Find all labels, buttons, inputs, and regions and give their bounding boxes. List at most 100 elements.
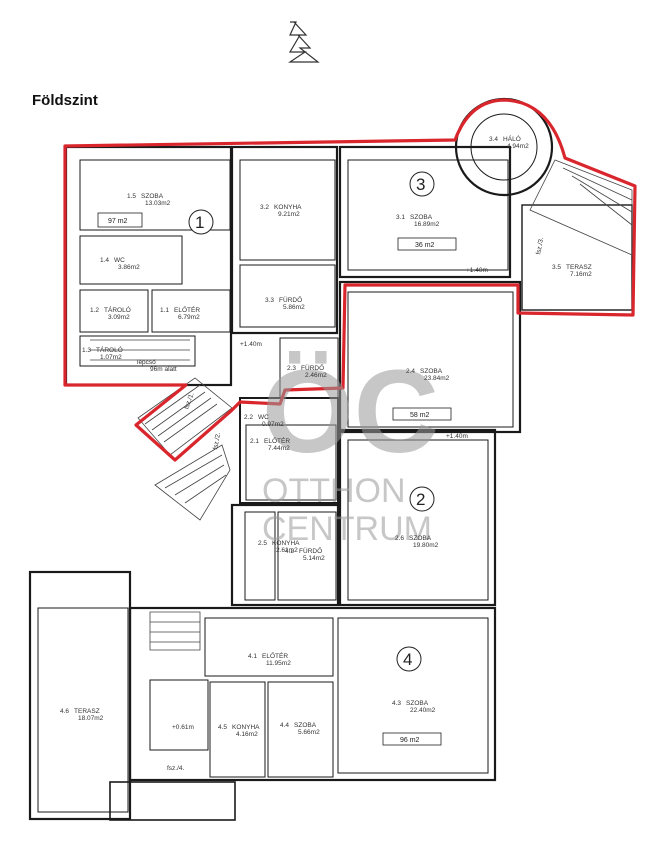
room-id: 1.5 xyxy=(127,193,136,200)
page-title: Földszint xyxy=(32,92,98,109)
room-name: TÁROLÓ xyxy=(104,305,131,314)
room-name: ELŐTÉR xyxy=(174,305,200,314)
room-name: TÁROLÓ xyxy=(96,345,123,354)
stair-label-3: fsz./3. xyxy=(535,237,545,255)
room-id: 1.4 xyxy=(100,257,109,264)
room-name: KONYHA xyxy=(274,204,302,211)
room-id: 4.5 xyxy=(218,724,227,731)
room-name: TERASZ xyxy=(74,708,100,715)
room-name: SZOBA xyxy=(410,214,433,221)
room-id: 3.2 xyxy=(260,204,269,211)
stair-label-2: fsz./2. xyxy=(212,432,222,450)
room-area: 0.97m2 xyxy=(262,421,284,428)
room-name: lépcső xyxy=(137,359,156,366)
room-id: 4.2 xyxy=(285,548,294,555)
room-name: SZOBA xyxy=(141,193,164,200)
room-name: KONYHA xyxy=(272,540,300,547)
room-id: 3.3 xyxy=(265,297,274,304)
watermark-line1: OTTHON xyxy=(262,472,406,510)
room-name: ELŐTÉR xyxy=(262,651,288,660)
room-label-2-5: 2.5 KONYHA xyxy=(258,540,300,547)
room-label-4-2: 4.2 FÜRDŐ xyxy=(285,546,322,555)
watermark-line2: CENTRUM xyxy=(262,510,432,548)
unit-4-area: 96 m2 xyxy=(400,737,420,744)
walls xyxy=(28,97,633,821)
room-label-1-4: 1.4 WC xyxy=(100,257,125,264)
north-arrow-icon xyxy=(288,21,320,63)
unit-2-number: 2 xyxy=(416,490,425,509)
unit-4-number: 4 xyxy=(403,650,412,669)
unit-1-number: 1 xyxy=(195,213,204,232)
room-name: KONYHA xyxy=(232,724,260,731)
unit-markers xyxy=(188,171,435,672)
room-area: 5.66m2 xyxy=(298,729,320,736)
level-mark-3: +1.40m xyxy=(446,433,468,440)
room-id: 1.2 xyxy=(90,307,99,314)
room-name: SZOBA xyxy=(406,700,429,707)
watermark: ÖC OTTHON CENTRUM xyxy=(262,346,439,548)
room-id: 4.4 xyxy=(280,722,289,729)
room-name: HÁLÓ xyxy=(503,134,521,143)
room-label-1-3: 1.3 TÁROLÓ xyxy=(82,345,123,354)
room-area: 5.14m2 xyxy=(303,555,325,562)
room-id: 1.3 xyxy=(82,347,91,354)
room-label-4-6: 4.6 TERASZ xyxy=(60,708,100,715)
room-area: 1.07m2 xyxy=(100,354,122,361)
level-marks: +1.40m +1.40m +1.40m +0.61m xyxy=(172,267,488,731)
room-name: SZOBA xyxy=(420,368,443,375)
level-mark-1: +1.40m xyxy=(240,341,262,348)
room-name: WC xyxy=(258,414,269,421)
room-id: 3.5 xyxy=(552,264,561,271)
room-label-3-2: 3.2 KONYHA xyxy=(260,204,302,211)
room-label-4-5: 4.5 KONYHA xyxy=(218,724,260,731)
room-label-1-5: 1.5 SZOBA xyxy=(127,193,164,200)
room-area: 23.84m2 xyxy=(424,375,450,382)
room-area: 22.40m2 xyxy=(410,707,436,714)
room-area: 3.86m2 xyxy=(118,264,140,271)
room-area: 11.95m2 xyxy=(266,660,291,667)
room-id: 2.1 xyxy=(250,438,259,445)
room-name: SZOBA xyxy=(294,722,317,729)
room-label-1-2: 1.2 TÁROLÓ xyxy=(90,305,131,314)
room-area: 19.80m2 xyxy=(413,542,439,549)
room-label-1-1: 1.1 ELŐTÉR xyxy=(160,305,200,314)
room-area: 4.94m2 xyxy=(507,143,529,150)
unit-3-area: 36 m2 xyxy=(415,242,435,249)
room-area: 16.89m2 xyxy=(414,221,440,228)
room-name: SZOBA xyxy=(409,535,432,542)
room-area: 13.03m2 xyxy=(145,200,171,207)
unit-1-area: 97 m2 xyxy=(108,218,128,225)
room-id: 2.6 xyxy=(395,535,404,542)
room-id: 3.4 xyxy=(489,136,498,143)
room-area: 96m alatt xyxy=(150,366,177,373)
room-label-4-4: 4.4 SZOBA xyxy=(280,722,317,729)
room-id: 4.6 xyxy=(60,708,69,715)
room-area: 6.79m2 xyxy=(178,314,200,321)
room-id: 2.5 xyxy=(258,540,267,547)
room-id: 4.3 xyxy=(392,700,401,707)
room-label-3-4: 3.4 HÁLÓ xyxy=(489,134,521,143)
room-name: FÜRDŐ xyxy=(279,295,302,304)
room-label-2-4: 2.4 SZOBA xyxy=(406,368,443,375)
unit-3-number: 3 xyxy=(416,175,425,194)
room-label-2-1: 2.1 ELŐTÉR xyxy=(250,436,290,445)
room-area: 7.44m2 xyxy=(268,445,290,452)
room-label-3-3: 3.3 FÜRDŐ xyxy=(265,295,302,304)
room-name: ELŐTÉR xyxy=(264,436,290,445)
stair-label-1: fsz./1. xyxy=(183,391,196,410)
room-area: 9.21m2 xyxy=(278,211,300,218)
room-id: 1.1 xyxy=(160,307,169,314)
room-name: FÜRDŐ xyxy=(299,546,322,555)
room-area: 2.61m2 xyxy=(276,547,298,554)
stair-label-4: fsz./4. xyxy=(167,765,185,772)
room-area: 4.16m2 xyxy=(236,731,258,738)
room-area: 3.09m2 xyxy=(108,314,130,321)
room-area: 5.86m2 xyxy=(283,304,305,311)
room-area: 7.16m2 xyxy=(570,271,592,278)
room-name: WC xyxy=(114,257,125,264)
room-id: 2.4 xyxy=(406,368,415,375)
